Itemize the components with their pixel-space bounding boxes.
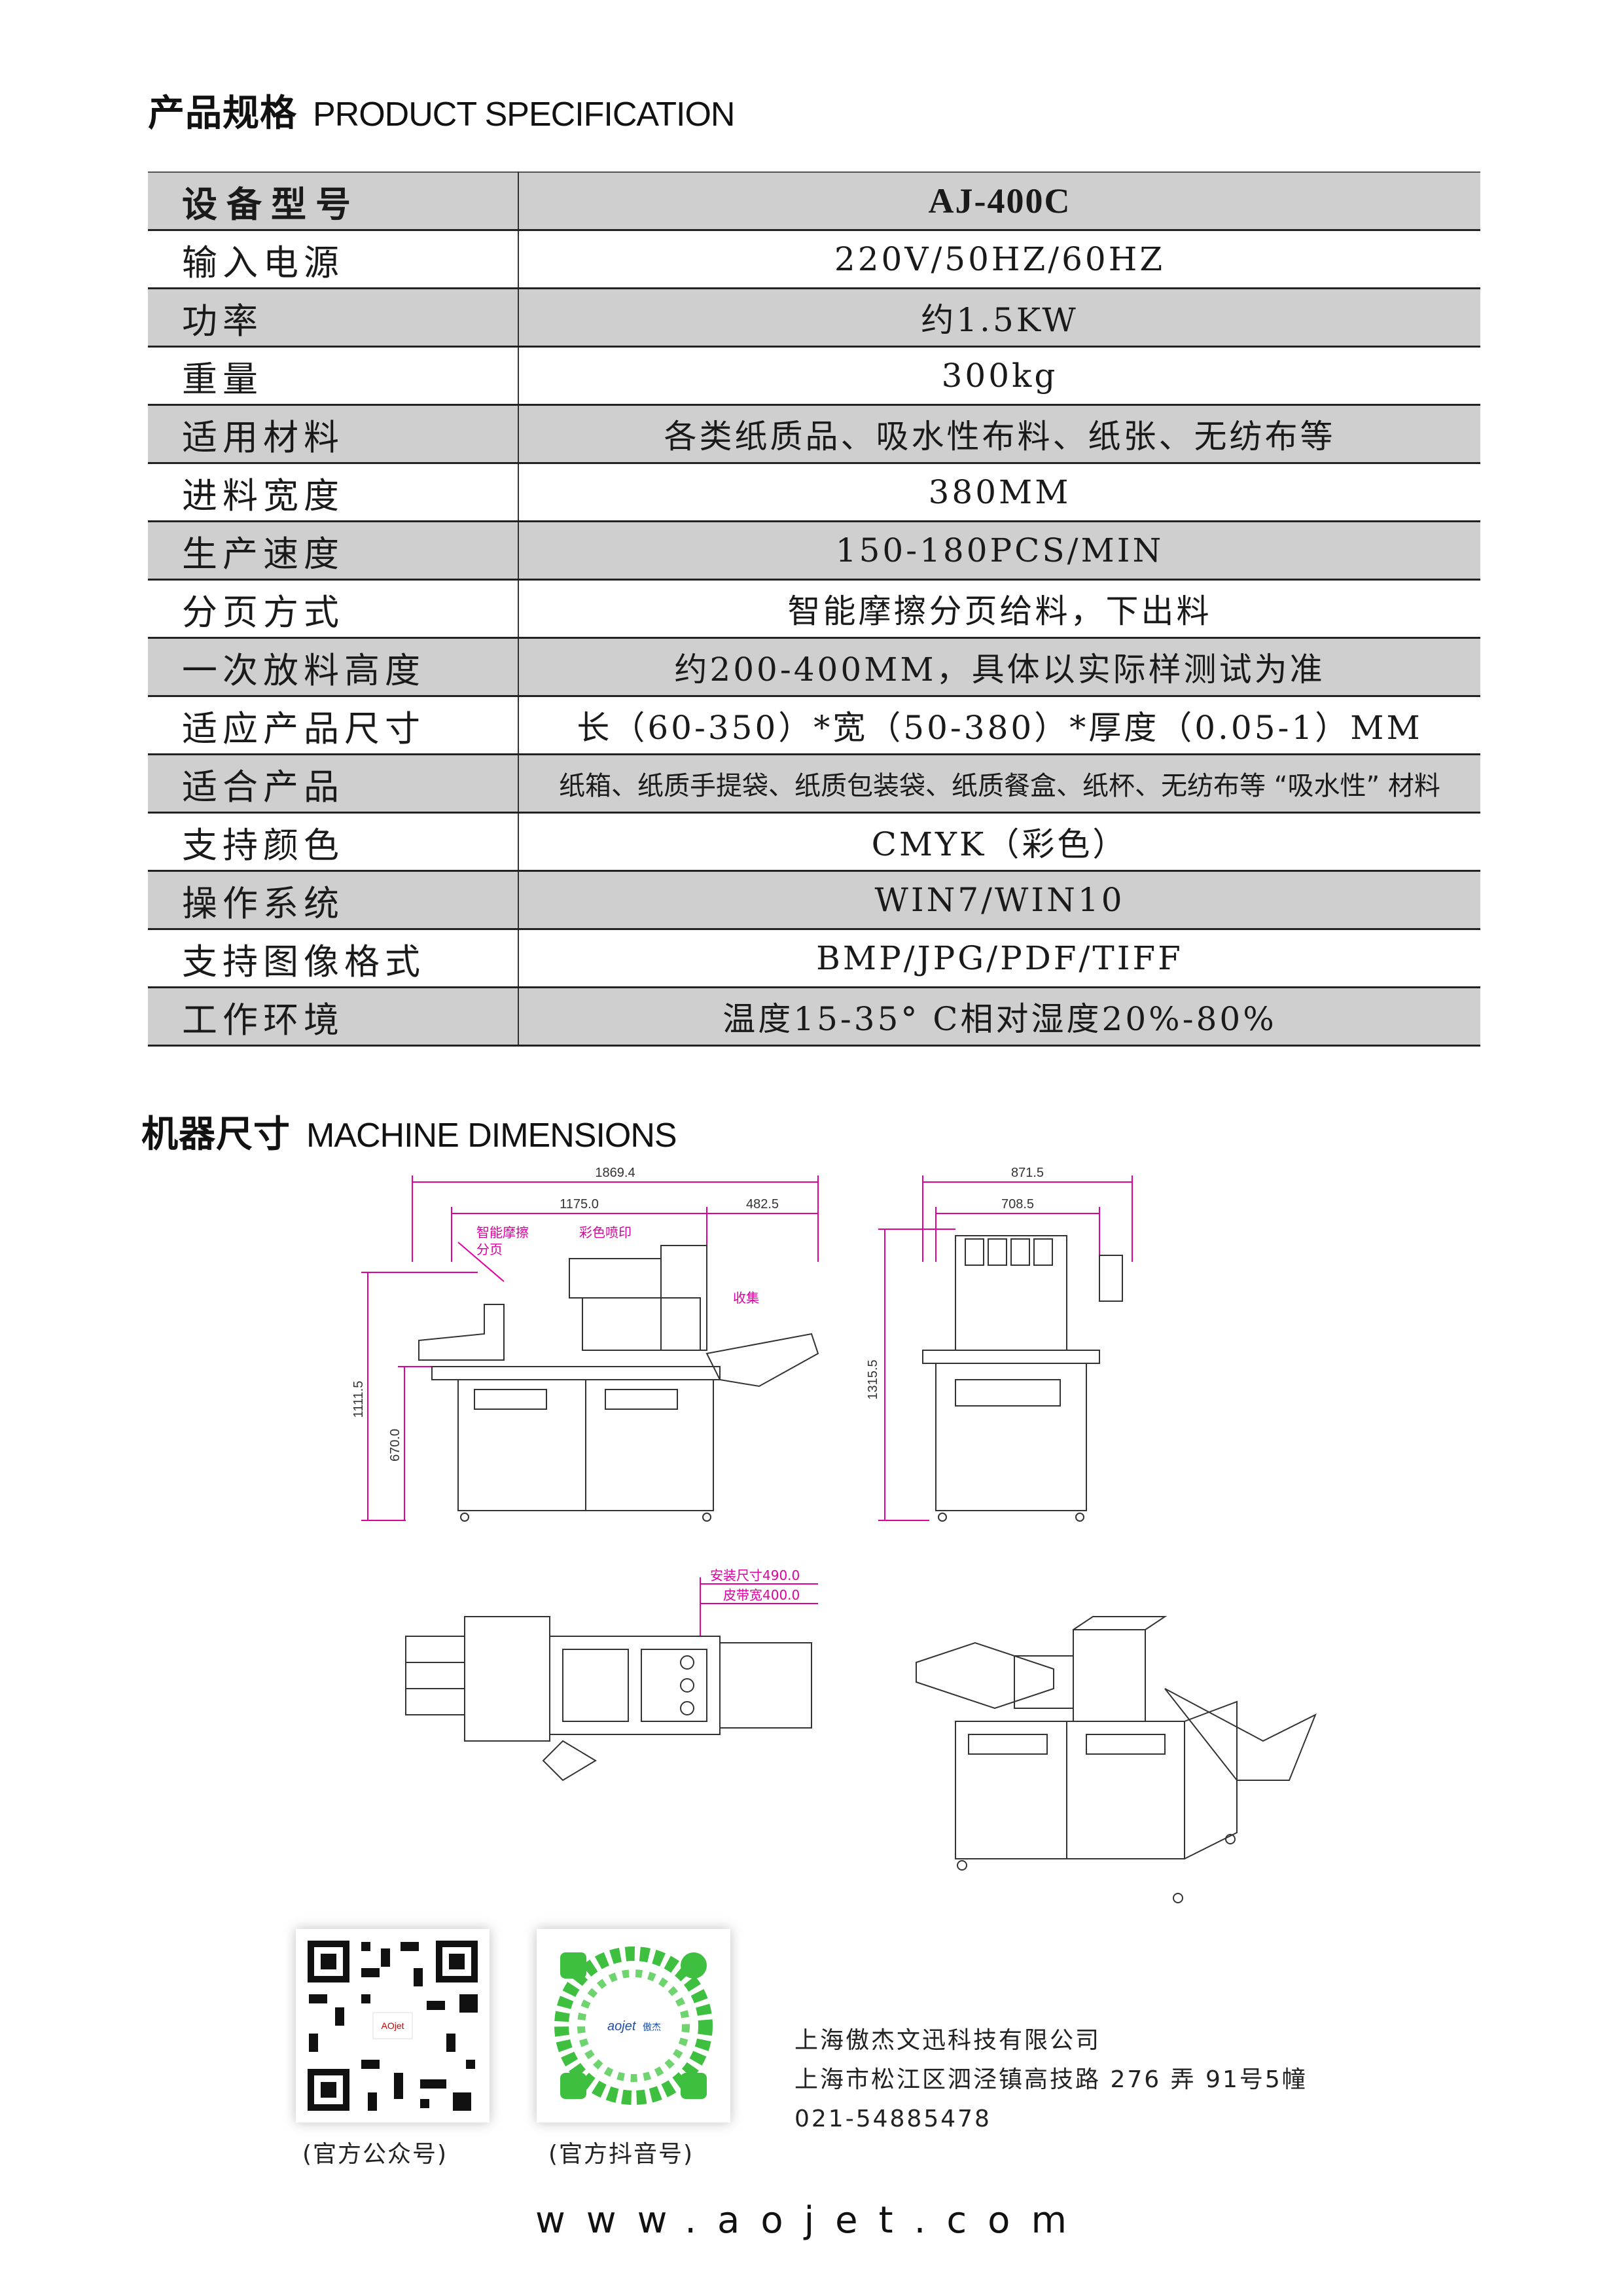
company-phone: 021-54885478 [794,2106,991,2132]
spec-label: 工作环境 [148,987,519,1047]
spec-row: 适用材料 各类纸质品、吸水性布料、纸张、无纺布等 [148,404,1480,464]
spec-value: 各类纸质品、吸水性布料、纸张、无纺布等 [518,404,1480,464]
side-view-drawing: 871.5 708.5 1315.5 [866,1166,1133,1522]
side-machine-outline [922,1235,1123,1522]
qr-logo-text: aojet [607,2019,637,2034]
spec-label: 支持图像格式 [148,929,519,988]
spec-value: 约200-400MM，具体以实际样测试为准 [518,637,1480,697]
qr-code-douyin[interactable]: aojet 傲杰 [537,1929,730,2123]
front-view-drawing: 1869.4 1175.0 482.5 1111.5 670.0 智能摩擦 分页… [353,1166,819,1522]
dim-section-title: 机器尺寸 MACHINE DIMENSIONS [141,1105,677,1158]
spec-value: CMYK（彩色） [518,812,1480,872]
spec-value: 150-180PCS/MIN [518,521,1480,581]
spec-value: 300kg [518,346,1480,406]
spec-label: 输入电源 [148,230,519,289]
spec-table: 设备型号 AJ-400C 输入电源 220V/50HZ/60HZ 功率 约1.5… [148,171,1480,1047]
isometric-view-drawing [916,1616,1317,1903]
qr-code-icon: aojet 傲杰 [554,1946,713,2105]
dim-right-length: 482.5 [746,1197,779,1211]
spec-label: 适用材料 [148,404,519,464]
iso-machine-outline [916,1616,1317,1903]
spec-label: 适合产品 [148,754,519,814]
front-machine-outline [418,1245,819,1522]
spec-row: 支持图像格式 BMP/JPG/PDF/TIFF [148,929,1480,988]
spec-row: 功率 约1.5KW [148,288,1480,348]
spec-row: 支持颜色 CMYK（彩色） [148,812,1480,872]
belt-width-label: 皮带宽400.0 [723,1587,800,1603]
spec-value: 长（60-350）*宽（50-380）*厚度（0.05-1）MM [518,696,1480,755]
zone-feed-label: 智能摩擦 [476,1225,529,1240]
spec-label: 支持颜色 [148,812,519,872]
spec-row: 分页方式 智能摩擦分页给料，下出料 [148,579,1480,639]
dim-side-height: 1315.5 [866,1359,880,1399]
spec-label: 适应产品尺寸 [148,696,519,755]
qr-logo-cn: 傲杰 [643,2022,661,2033]
dim-overall-length: 1869.4 [595,1166,635,1180]
spec-row: 操作系统 WIN7/WIN10 [148,870,1480,930]
spec-value: 约1.5KW [518,288,1480,348]
dim-overall-width: 871.5 [1011,1166,1044,1180]
qr-caption-wechat: (官方公众号) [302,2141,448,2168]
spec-title-en: PRODUCT SPECIFICATION [313,96,735,134]
spec-row: 进料宽度 380MM [148,463,1480,522]
qr-logo: AOjet [381,2020,404,2031]
company-name: 上海傲杰文迅科技有限公司 [794,2027,1101,2054]
qr-code-wechat[interactable]: AOjet [296,1929,490,2123]
spec-row: 设备型号 AJ-400C [148,172,1480,231]
spec-value: 220V/50HZ/60HZ [518,230,1480,289]
spec-row: 重量 300kg [148,346,1480,406]
spec-label: 重量 [148,346,519,406]
company-info: 上海傲杰文迅科技有限公司 上海市松江区泗泾镇高技路 276 弄 91号5幢 02… [794,2021,1308,2139]
spec-row: 一次放料高度 约200-400MM，具体以实际样测试为准 [148,637,1480,697]
spec-label: 设备型号 [148,172,519,231]
spec-label: 进料宽度 [148,463,519,522]
spec-row: 工作环境 温度15-35° C相对湿度20%-80% [148,987,1480,1047]
spec-title-cn: 产品规格 [148,92,297,135]
spec-label: 功率 [148,288,519,348]
spec-value: AJ-400C [518,172,1480,231]
dim-title-en: MACHINE DIMENSIONS [306,1117,677,1155]
qr-code-icon: AOjet [308,1941,478,2111]
spec-row: 生产速度 150-180PCS/MIN [148,521,1480,581]
website-link[interactable]: www.aojet.com [535,2199,1088,2242]
zone-feed-label-2: 分页 [476,1242,503,1257]
zone-collect-label: 收集 [733,1290,759,1306]
dim-left-length: 1175.0 [560,1197,599,1211]
install-size-label: 安装尺寸490.0 [710,1568,800,1583]
company-address: 上海市松江区泗泾镇高技路 276 弄 91号5幢 [794,2066,1308,2093]
dim-title-cn: 机器尺寸 [141,1113,291,1156]
spec-value: 温度15-35° C相对湿度20%-80% [518,987,1480,1047]
spec-label: 分页方式 [148,579,519,639]
dim-table-height: 670.0 [388,1429,402,1462]
spec-value: 380MM [518,463,1480,522]
qr-caption-douyin: (官方抖音号) [548,2141,694,2168]
zone-print-label: 彩色喷印 [579,1225,632,1240]
top-view-drawing: 安装尺寸490.0 皮带宽400.0 [405,1568,818,1782]
spec-row: 适应产品尺寸 长（60-350）*宽（50-380）*厚度（0.05-1）MM [148,696,1480,755]
spec-label: 生产速度 [148,521,519,581]
spec-value: BMP/JPG/PDF/TIFF [518,929,1480,988]
top-machine-outline [405,1616,812,1782]
spec-value: 智能摩擦分页给料，下出料 [518,579,1480,639]
spec-label: 操作系统 [148,870,519,930]
dim-inner-width: 708.5 [1001,1197,1034,1211]
spec-value: WIN7/WIN10 [518,870,1480,930]
spec-row: 适合产品 纸箱、纸质手提袋、纸质包装袋、纸质餐盒、纸杯、无纺布等 “吸水性” 材… [148,754,1480,814]
dim-overall-height: 1111.5 [353,1381,366,1418]
spec-row: 输入电源 220V/50HZ/60HZ [148,230,1480,289]
spec-value: 纸箱、纸质手提袋、纸质包装袋、纸质餐盒、纸杯、无纺布等 “吸水性” 材料 [518,754,1480,814]
spec-label: 一次放料高度 [148,637,519,697]
spec-section-title: 产品规格 PRODUCT SPECIFICATION [148,84,735,137]
